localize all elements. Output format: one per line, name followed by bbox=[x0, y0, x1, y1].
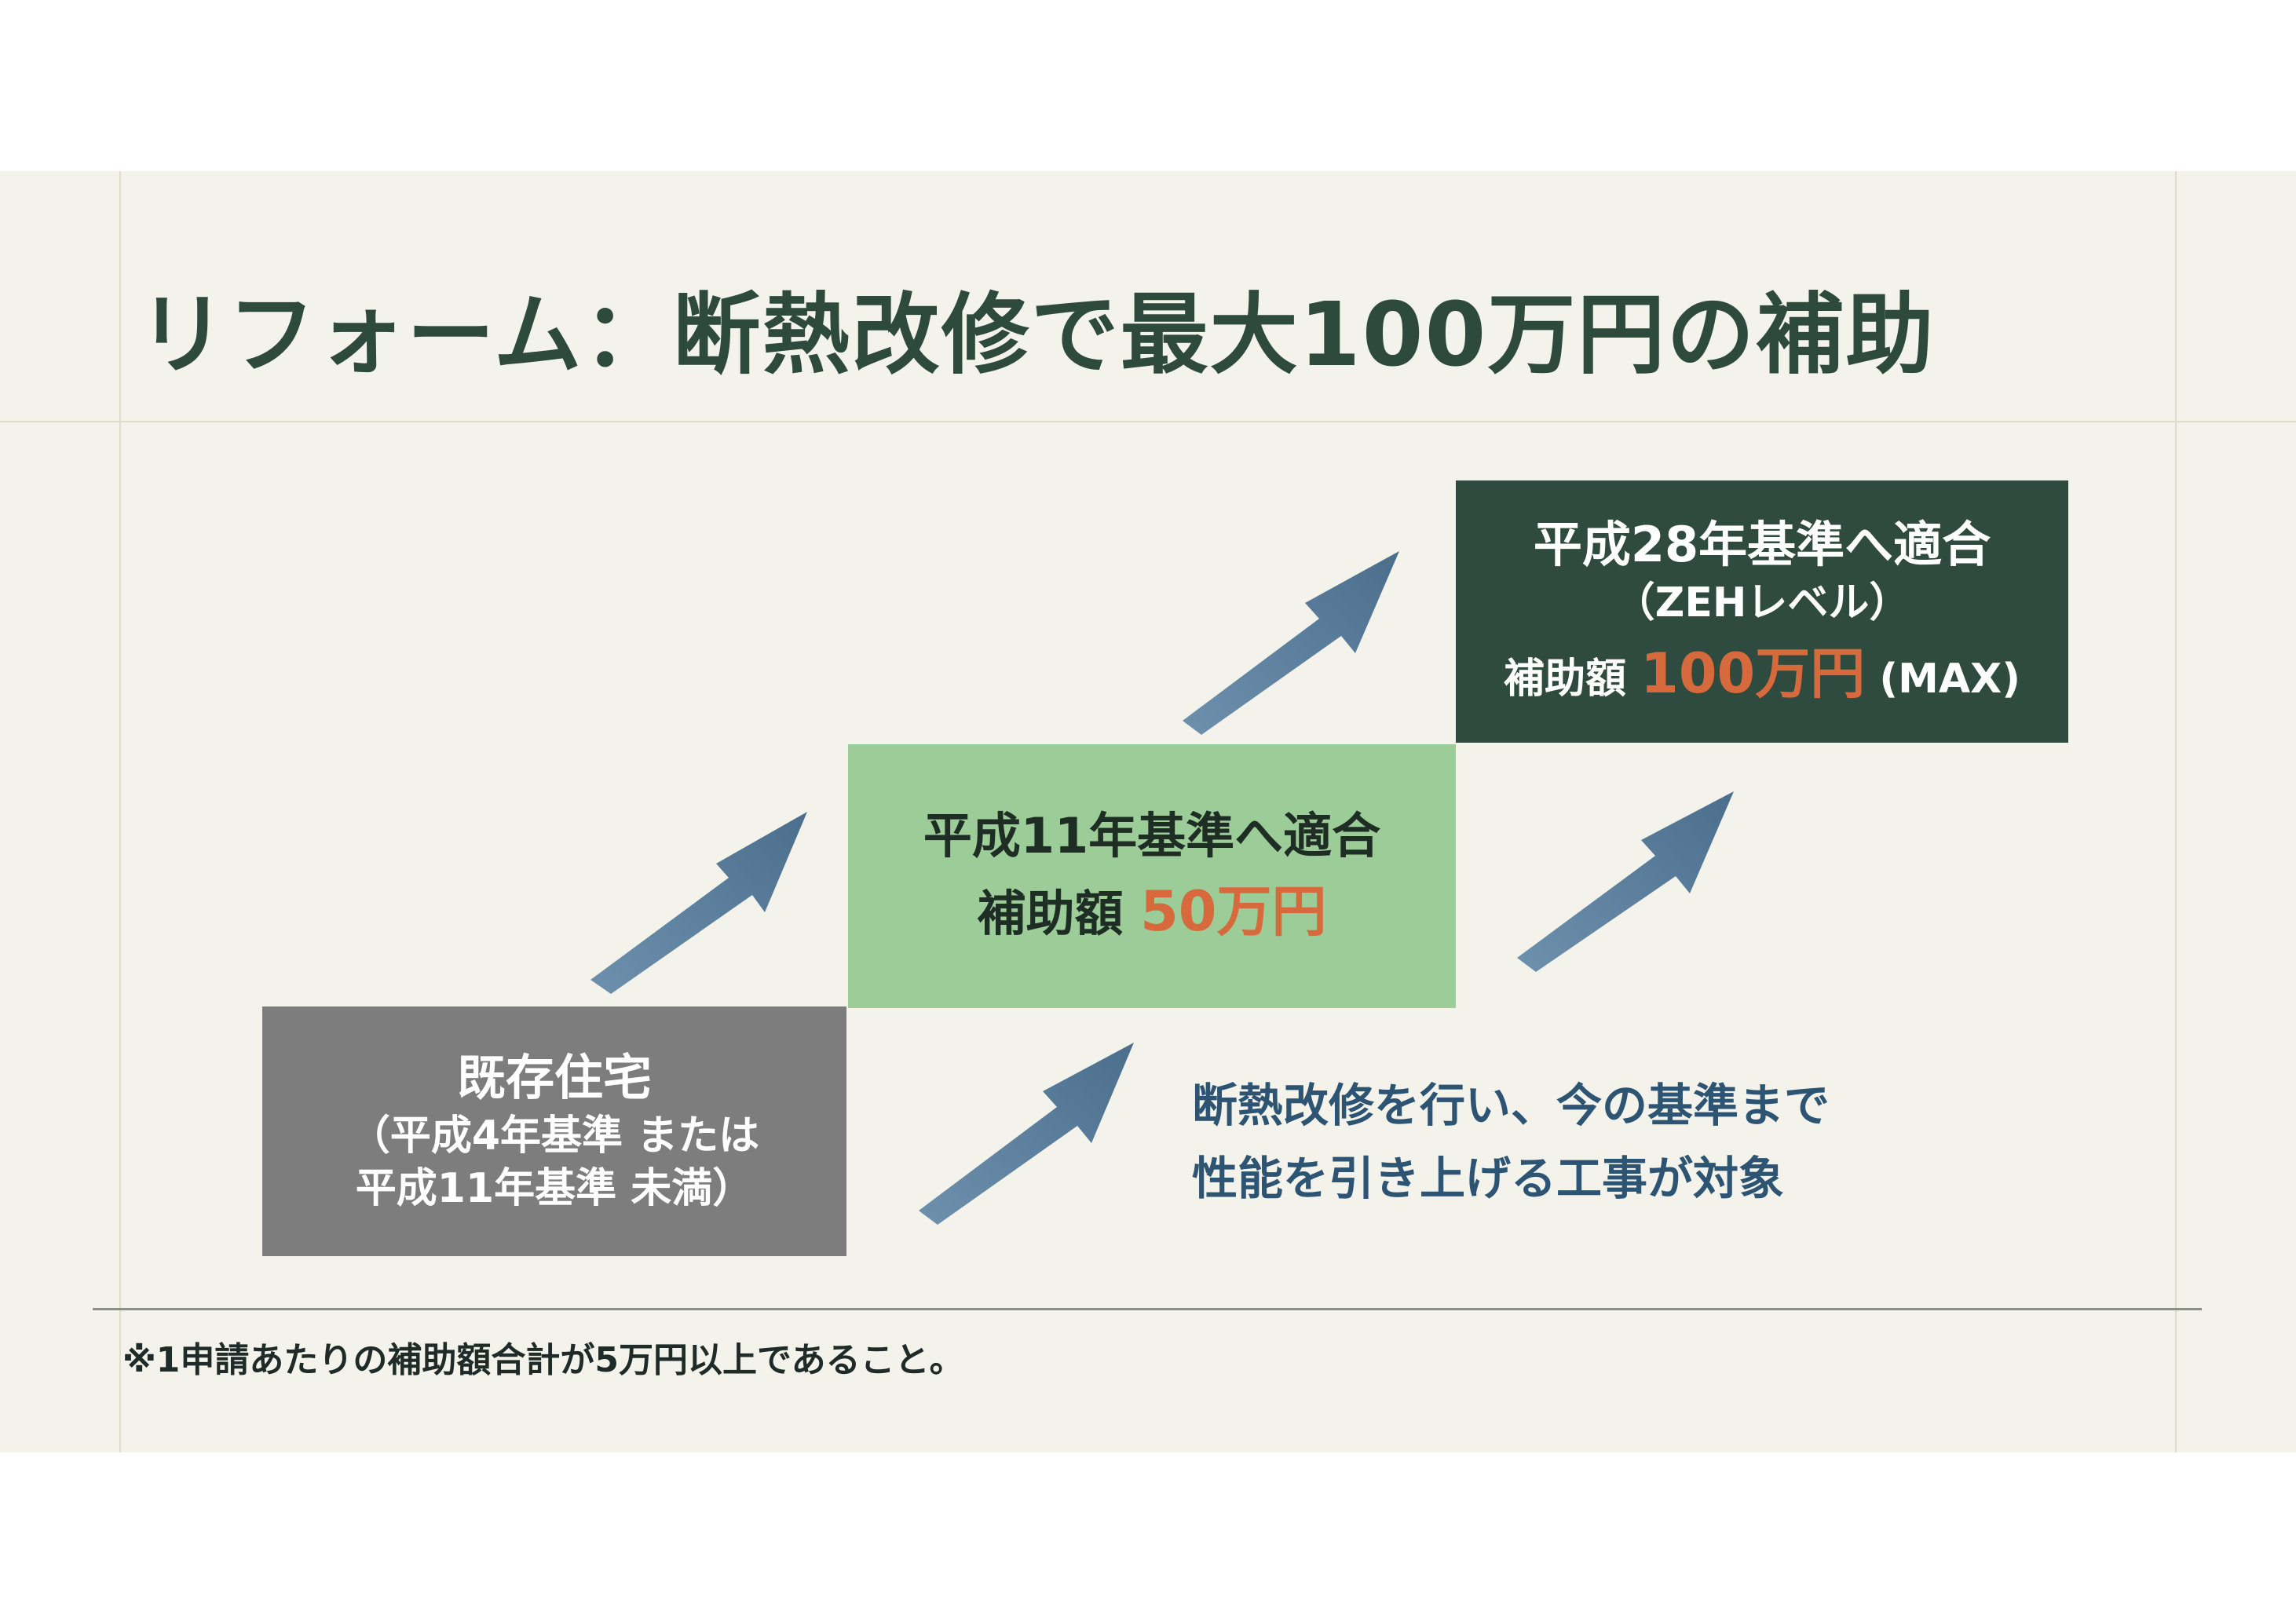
title-divider bbox=[0, 421, 2296, 422]
step-h11-amount: 50万円 bbox=[1140, 879, 1327, 944]
step-h28-amount: 100万円 bbox=[1640, 641, 1866, 706]
arrow-up-right-icon bbox=[1517, 791, 1734, 972]
step-existing-sub2: 平成11年基準 未満） bbox=[355, 1165, 754, 1213]
step-h28: 平成28年基準へ適合 （ZEHレベル） 補助額 100万円 (MAX) bbox=[1456, 480, 2068, 743]
arrow-up-right-icon bbox=[1183, 551, 1399, 735]
step-h28-amount-row: 補助額 100万円 (MAX) bbox=[1504, 638, 2020, 710]
step-existing-house: 既存住宅 （平成4年基準 または 平成11年基準 未満） bbox=[262, 1006, 846, 1256]
footer-divider bbox=[93, 1308, 2202, 1310]
step-existing-sub1: （平成4年基準 または bbox=[349, 1112, 760, 1160]
step-h11-title: 平成11年基準へ適合 bbox=[923, 807, 1381, 865]
step-h28-amount-label: 補助額 bbox=[1504, 655, 1627, 703]
step-h28-title: 平成28年基準へ適合 bbox=[1533, 516, 1991, 574]
slide: リフォーム：断熱改修で最大100万円の補助 既存住宅 （平成4年基準 または 平… bbox=[0, 171, 2296, 1452]
arrow-up-right-icon bbox=[919, 1043, 1134, 1225]
slide-title: リフォーム：断熱改修で最大100万円の補助 bbox=[138, 284, 1936, 386]
step-existing-title: 既存住宅 bbox=[456, 1049, 652, 1107]
target-note: 断熱改修を行い、今の基準まで 性能を引き上げる工事が対象 bbox=[1192, 1069, 1830, 1215]
arrow-up-right-icon bbox=[590, 812, 807, 994]
step-h11-amount-row: 補助額 50万円 bbox=[977, 876, 1326, 948]
target-note-line2: 性能を引き上げる工事が対象 bbox=[1192, 1151, 1785, 1205]
arrows-layer bbox=[590, 551, 1734, 1225]
step-h11-amount-label: 補助額 bbox=[977, 884, 1124, 942]
step-h28-sub: （ZEHレベル） bbox=[1614, 579, 1910, 627]
frame-line-right bbox=[2175, 171, 2177, 1452]
frame-line-left bbox=[119, 171, 121, 1452]
target-note-line1: 断熱改修を行い、今の基準まで bbox=[1192, 1079, 1830, 1132]
step-h28-amount-suffix: (MAX) bbox=[1879, 655, 2020, 703]
step-h11: 平成11年基準へ適合 補助額 50万円 bbox=[848, 744, 1456, 1008]
footnote: ※1申請あたりの補助額合計が5万円以上であること。 bbox=[122, 1340, 964, 1380]
